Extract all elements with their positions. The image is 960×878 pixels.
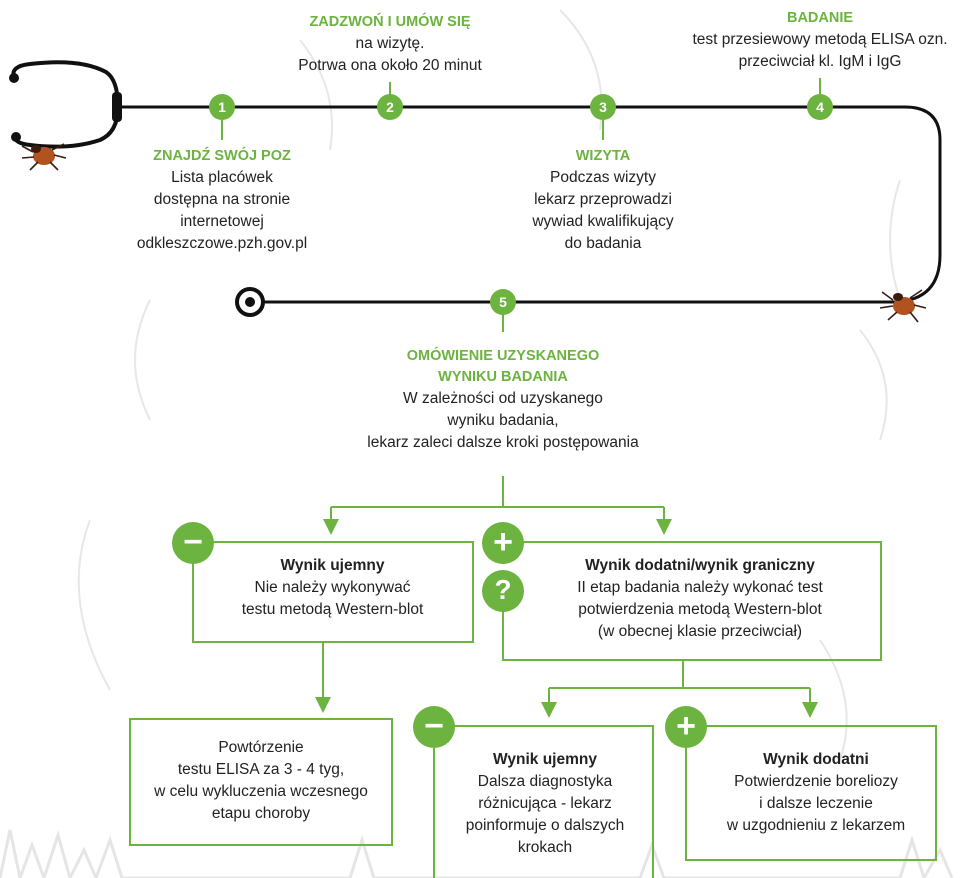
wb-negative-line: poinformuje o dalszych [465, 817, 625, 834]
step-number-4: 4 [807, 94, 833, 120]
step-5-title: WYNIKU BADANIA [438, 369, 568, 385]
wb-positive-line: Potwierdzenie boreliozy [734, 773, 898, 790]
step-3-text: WIZYTA Podczas wizyty lekarz przeprowadz… [493, 146, 713, 255]
step-number-2: 2 [377, 94, 403, 120]
step-4-text: BADANIE test przesiewowy metodą ELISA oz… [670, 8, 960, 73]
negative-result-title: Wynik ujemny [280, 557, 385, 574]
tick-icon [879, 289, 927, 323]
step-3-line: do badania [564, 235, 642, 252]
repeat-elisa-line: testu ELISA za 3 - 4 tyg, [177, 761, 345, 778]
plus-icon: + [482, 522, 524, 564]
step-number-5: 5 [490, 289, 516, 315]
step-4-line: test przesiewowy metodą ELISA ozn. [692, 31, 948, 48]
step-3-line: lekarz przeprowadzi [534, 191, 672, 208]
step-5-line: lekarz zaleci dalsze kroki postępowania [367, 434, 639, 451]
tick-icon [21, 143, 67, 171]
question-icon: ? [482, 570, 524, 612]
step-2-title: ZADZWOŃ I UMÓW SIĘ [309, 14, 471, 30]
repeat-elisa-line: Powtórzenie [218, 739, 304, 756]
positive-result-line: II etap badania należy wykonać test [577, 579, 823, 596]
wb-positive-line: i dalsze leczenie [759, 795, 873, 812]
step-3-title: WIZYTA [575, 148, 631, 164]
positive-result-title: Wynik dodatni/wynik graniczny [585, 557, 815, 574]
plus-icon: + [665, 706, 707, 748]
timeline-path [120, 105, 942, 304]
repeat-elisa-line: etapu choroby [211, 805, 311, 822]
minus-icon: − [172, 522, 214, 564]
step-connectors [221, 78, 821, 332]
path-end-icon [235, 287, 265, 317]
repeat-elisa-line: w celu wykluczenia wczesnego [154, 783, 368, 800]
minus-icon: − [413, 706, 455, 748]
step-2-text: ZADZWOŃ I UMÓW SIĘ na wizytę. Potrwa ona… [270, 12, 510, 77]
step-5-line: W zależności od uzyskanego [403, 390, 603, 407]
negative-result-box: Wynik ujemny Nie należy wykonywać testu … [210, 555, 455, 621]
step-number-3: 3 [590, 94, 616, 120]
positive-result-line: (w obecnej klasie przeciwciał) [597, 623, 803, 640]
step-1-line: odkleszczowe.pzh.gov.pl [136, 235, 308, 252]
step-2-line: Potrwa ona około 20 minut [298, 57, 482, 74]
stethoscope-icon [9, 60, 122, 149]
wb-negative-line: krokach [517, 839, 573, 856]
step-1-text: ZNAJDŹ SWÓJ POZ Lista placówek dostępna … [112, 146, 332, 255]
step-3-line: wywiad kwalifikujący [532, 213, 674, 230]
wb-negative-title: Wynik ujemny [493, 751, 597, 768]
wb-negative-box: Wynik ujemny Dalsza diagnostyka różnicuj… [445, 749, 645, 859]
positive-result-line: potwierdzenia metodą Western-blot [578, 601, 822, 618]
wb-negative-line: Dalsza diagnostyka [477, 773, 613, 790]
result-flow-lines [129, 476, 937, 878]
negative-result-line: Nie należy wykonywać [254, 579, 411, 596]
step-1-line: Lista placówek [171, 169, 273, 186]
wb-positive-title: Wynik dodatni [763, 751, 869, 768]
positive-result-box: Wynik dodatni/wynik graniczny II etap ba… [530, 555, 870, 643]
repeat-elisa-box: Powtórzenie testu ELISA za 3 - 4 tyg, w … [135, 737, 387, 825]
step-5-line: wyniku badania, [447, 412, 559, 429]
wb-positive-line: w uzgodnieniu z lekarzem [726, 817, 906, 834]
step-4-line: przeciwciał kl. IgM i IgG [738, 53, 902, 70]
step-number-1: 1 [209, 94, 235, 120]
step-5-text: OMÓWIENIE UZYSKANEGO WYNIKU BADANIA W za… [323, 346, 683, 454]
wb-negative-line: różnicująca - lekarz [478, 795, 612, 812]
step-1-line: dostępna na stronie [153, 191, 291, 208]
step-4-title: BADANIE [786, 10, 854, 26]
step-3-line: Podczas wizyty [550, 169, 656, 186]
step-1-line: internetowej [180, 213, 264, 230]
wb-positive-box: Wynik dodatni Potwierdzenie boreliozy i … [700, 749, 932, 837]
negative-result-line: testu metodą Western-blot [241, 601, 424, 618]
step-5-title: OMÓWIENIE UZYSKANEGO [406, 348, 600, 364]
step-1-title: ZNAJDŹ SWÓJ POZ [153, 148, 291, 164]
step-2-line: na wizytę. [355, 35, 425, 52]
